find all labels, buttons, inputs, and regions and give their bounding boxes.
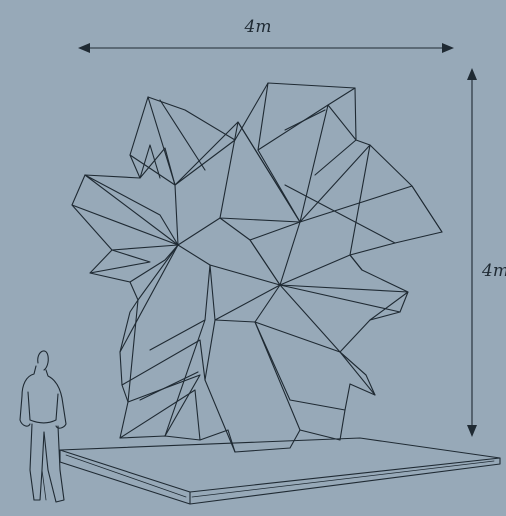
faceted-sculpture <box>71 82 443 453</box>
human-figure-scale-reference <box>19 350 67 503</box>
base-platform <box>59 437 501 505</box>
height-dimension-label: 4m <box>481 261 506 281</box>
width-dimension-arrow <box>78 43 454 53</box>
width-dimension-label: 4m <box>244 17 272 37</box>
height-dimension-arrow <box>467 68 477 437</box>
